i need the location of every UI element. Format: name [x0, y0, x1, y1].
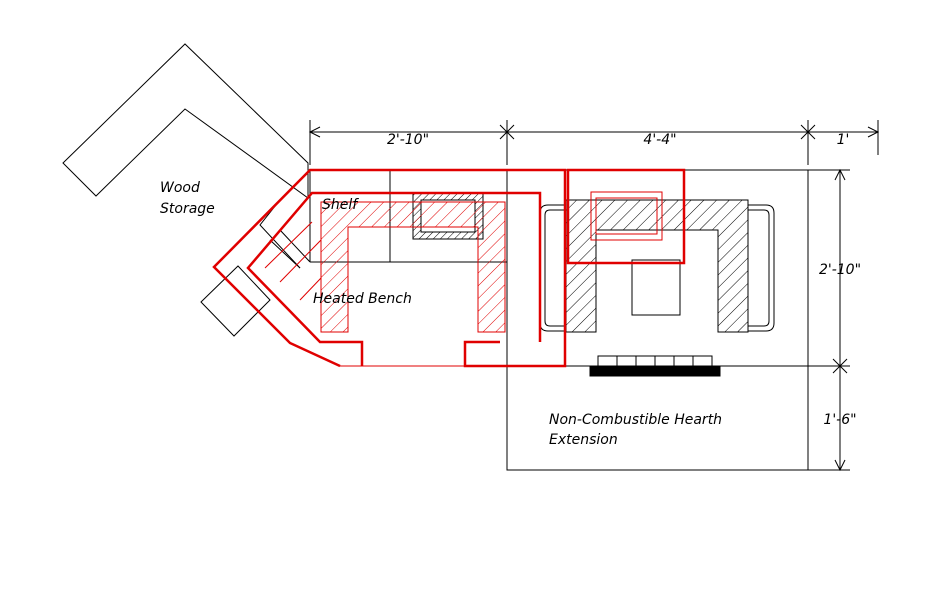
label-wood: Wood [160, 180, 200, 196]
dim-right-upper: 2'-10" [819, 262, 861, 278]
angled-block [200, 265, 271, 337]
label-heated-bench: Heated Bench [313, 291, 412, 307]
label-hearth-line2: Extension [549, 432, 618, 448]
label-hearth-line1: Non-Combustible Hearth [549, 412, 722, 428]
dim-right-lower: 1'-6" [823, 412, 856, 428]
stove-box-red [566, 168, 686, 265]
dimension-top [308, 120, 880, 165]
wood-storage-outline [62, 43, 309, 199]
dim-top-right: 1' [837, 132, 850, 148]
label-shelf: Shelf [322, 197, 359, 213]
bench-outline-red [212, 168, 567, 368]
dimension-right [808, 168, 850, 472]
dim-top-left: 2'-10" [387, 132, 429, 148]
dim-top-middle: 4'-4" [643, 132, 676, 148]
stove-grate [589, 355, 721, 377]
label-storage: Storage [160, 201, 215, 217]
